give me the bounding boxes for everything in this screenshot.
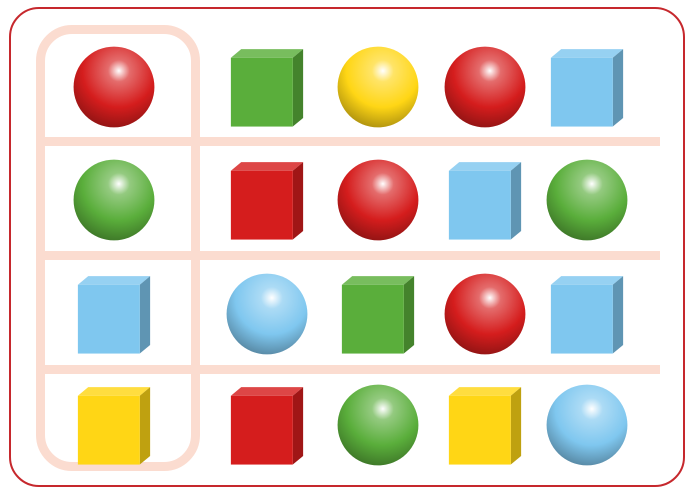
blue-cube-r2c4 bbox=[442, 157, 528, 243]
red-sphere-r1c4 bbox=[442, 44, 528, 130]
green-sphere-r4c3 bbox=[335, 382, 421, 468]
blue-cube-r1c5 bbox=[544, 44, 630, 130]
yellow-cube-r4c1 bbox=[71, 382, 157, 468]
green-cube-r1c2 bbox=[224, 44, 310, 130]
row-divider-2 bbox=[36, 251, 660, 260]
blue-cube-r3c1 bbox=[71, 271, 157, 357]
blue-cube-r3c5 bbox=[544, 271, 630, 357]
row-divider-3 bbox=[36, 365, 660, 374]
row-divider-1 bbox=[36, 137, 660, 146]
green-sphere-r2c1 bbox=[71, 157, 157, 243]
red-sphere-r3c4 bbox=[442, 271, 528, 357]
red-sphere-r2c3 bbox=[335, 157, 421, 243]
red-sphere-r1c1 bbox=[71, 44, 157, 130]
red-cube-r4c2 bbox=[224, 382, 310, 468]
yellow-sphere-r1c3 bbox=[335, 44, 421, 130]
red-cube-r2c2 bbox=[224, 157, 310, 243]
green-cube-r3c3 bbox=[335, 271, 421, 357]
yellow-cube-r4c4 bbox=[442, 382, 528, 468]
blue-sphere-r3c2 bbox=[224, 271, 310, 357]
green-sphere-r2c5 bbox=[544, 157, 630, 243]
blue-sphere-r4c5 bbox=[544, 382, 630, 468]
